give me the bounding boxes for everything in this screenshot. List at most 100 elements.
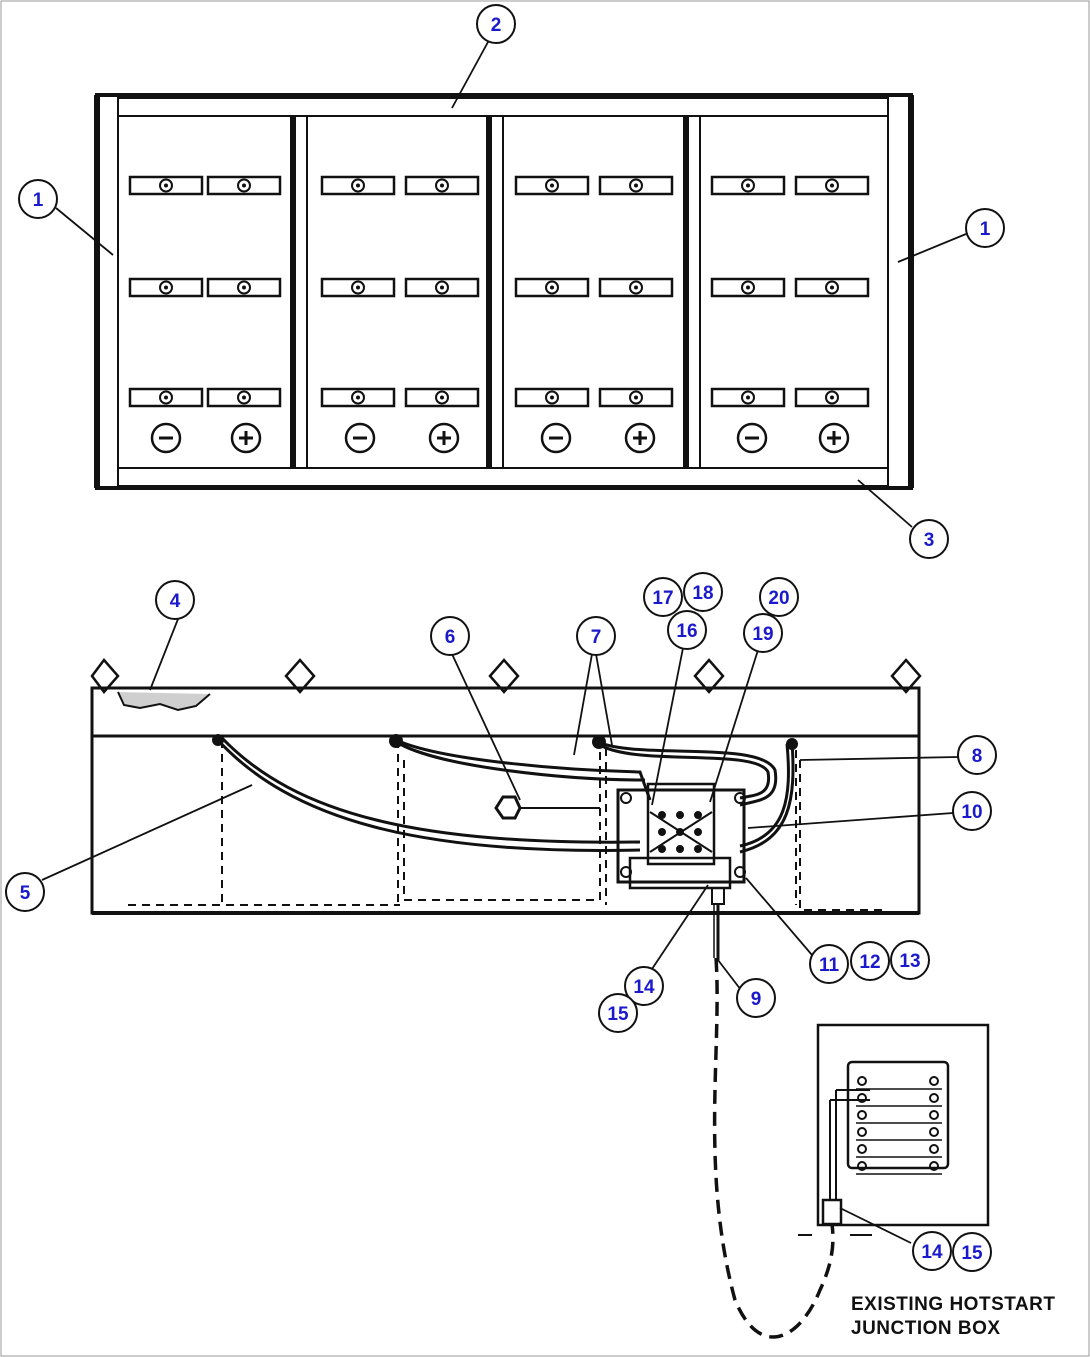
battery-terminals <box>150 422 850 454</box>
callout-1-left: 1 <box>18 179 58 219</box>
terminal-screw <box>929 1076 939 1086</box>
terminal-screw <box>857 1144 867 1154</box>
cell-cap <box>598 277 674 298</box>
callout-5: 5 <box>5 872 45 912</box>
junction-box <box>616 782 746 905</box>
cell-cap <box>794 175 870 196</box>
callout-6: 6 <box>430 616 470 656</box>
callout-label: 5 <box>20 883 31 904</box>
callout-18: 18 <box>683 572 723 612</box>
callout-label: 19 <box>752 624 773 645</box>
callout-8: 8 <box>957 735 997 775</box>
callout-label: 16 <box>676 621 697 642</box>
insulation-patch <box>117 691 211 712</box>
callout-15-lower: 15 <box>952 1232 992 1272</box>
caption-line-2: JUNCTION BOX <box>851 1318 1001 1339</box>
callout-13: 13 <box>890 940 930 980</box>
cell-cap <box>320 387 396 408</box>
battery-divider <box>683 115 701 469</box>
callout-label: 15 <box>961 1243 983 1264</box>
caption-line-1: EXISTING HOTSTART <box>851 1294 1055 1315</box>
callout-3: 3 <box>909 519 949 559</box>
callout-11: 11 <box>809 944 849 984</box>
cell-cap <box>794 387 870 408</box>
cell-cap <box>404 175 480 196</box>
terminal-screw <box>857 1127 867 1137</box>
callout-label: 14 <box>921 1242 943 1263</box>
positive-terminal <box>818 422 850 454</box>
cell-cap <box>128 175 204 196</box>
terminal-screw <box>929 1161 939 1171</box>
callout-15-upper: 15 <box>598 993 638 1033</box>
callout-9: 9 <box>736 978 776 1018</box>
callout-label: 3 <box>924 530 935 551</box>
cell-cap <box>514 277 590 298</box>
negative-terminal <box>540 422 572 454</box>
callout-label: 17 <box>652 588 673 609</box>
callout-17: 17 <box>643 577 683 617</box>
cell-cap <box>514 175 590 196</box>
callout-label: 15 <box>607 1004 629 1025</box>
terminal-screw <box>929 1093 939 1103</box>
negative-terminal <box>736 422 768 454</box>
cell-cap <box>128 277 204 298</box>
battery-divider <box>290 115 308 469</box>
callout-14-lower: 14 <box>912 1231 952 1271</box>
callout-label: 9 <box>751 989 762 1010</box>
harness-cable <box>712 957 835 1339</box>
battery-divider <box>486 115 504 469</box>
positive-terminal <box>624 422 656 454</box>
cell-cap <box>206 277 282 298</box>
cell-cap <box>710 277 786 298</box>
cell-cap <box>710 387 786 408</box>
callout-label: 7 <box>591 627 602 648</box>
cell-cap <box>710 175 786 196</box>
terminal-block <box>856 1076 942 1175</box>
callouts: 1 1 2 3 4 5 6 7 <box>5 4 1005 1272</box>
hold-down-bar-top <box>117 97 889 117</box>
cell-cap <box>206 387 282 408</box>
callout-label: 2 <box>491 15 502 36</box>
existing-hotstart-junction-box <box>798 1023 990 1236</box>
hold-down-bar-bottom <box>117 467 889 487</box>
terminal-screw <box>929 1110 939 1120</box>
battery-cell-caps <box>128 175 870 408</box>
cell-cap <box>320 277 396 298</box>
callout-label: 14 <box>633 977 655 998</box>
cable-connector <box>821 1198 843 1226</box>
callout-label: 8 <box>972 746 983 767</box>
negative-terminal <box>344 422 376 454</box>
callout-label: 20 <box>768 588 789 609</box>
battery-box-side-view <box>90 658 922 960</box>
heater-cables <box>214 736 795 854</box>
positive-terminal <box>428 422 460 454</box>
callout-label: 4 <box>170 591 181 612</box>
cell-cap <box>514 387 590 408</box>
hidden-battery-outlines <box>128 740 885 911</box>
callout-label: 1 <box>33 190 44 211</box>
callout-label: 13 <box>899 951 920 972</box>
callout-1-right: 1 <box>965 208 1005 248</box>
cell-cap <box>404 277 480 298</box>
callout-label: 10 <box>961 802 982 823</box>
terminal-screw <box>857 1093 867 1103</box>
callout-label: 11 <box>819 955 840 976</box>
plug <box>494 795 522 820</box>
terminal-screw <box>857 1110 867 1120</box>
callout-12: 12 <box>850 941 890 981</box>
negative-terminal <box>150 422 182 454</box>
terminal-screw <box>857 1076 867 1086</box>
callout-14-upper: 14 <box>624 966 664 1006</box>
callout-19: 19 <box>743 613 783 653</box>
cell-cap <box>404 387 480 408</box>
callout-label: 12 <box>859 952 880 973</box>
cell-cap <box>128 387 204 408</box>
callout-20: 20 <box>759 577 799 617</box>
leader-lines <box>41 41 967 1244</box>
positive-terminal <box>230 422 262 454</box>
cell-cap <box>794 277 870 298</box>
callout-2: 2 <box>476 4 516 44</box>
terminal-screw <box>929 1127 939 1137</box>
